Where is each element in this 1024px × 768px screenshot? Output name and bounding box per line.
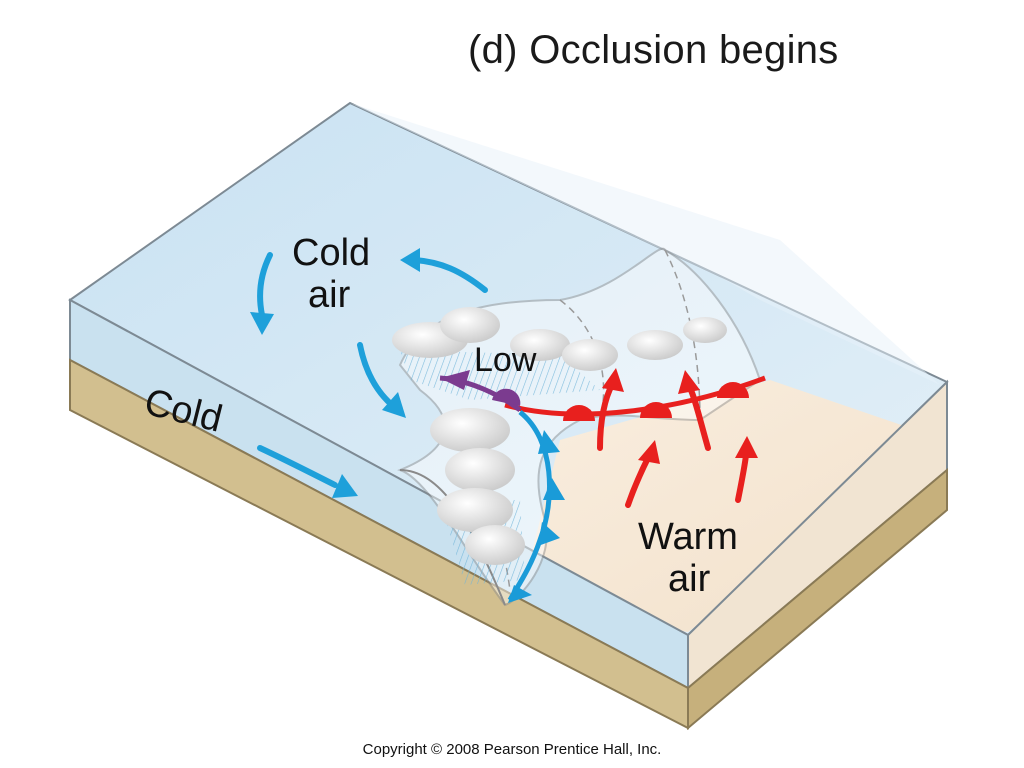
cold-arrow-left	[257, 252, 273, 318]
cold-arrow-top	[412, 257, 488, 293]
clouds	[392, 307, 727, 565]
label-warm-air-line1: Warm	[638, 516, 738, 558]
copyright-notice: Copyright © 2008 Pearson Prentice Hall, …	[362, 741, 662, 758]
cold-arrow-left-head	[250, 312, 274, 335]
occluded-front	[439, 370, 522, 413]
warm-arrow-2-head	[638, 440, 660, 464]
warm-front	[504, 375, 766, 421]
label-cold-air-line2: air	[308, 274, 351, 316]
cold-front	[507, 410, 565, 603]
diagram-title: (d) Occlusion begins	[468, 28, 839, 72]
label-cold-air-line1: Cold	[292, 232, 371, 274]
warm-arrow-3-head	[678, 370, 700, 394]
cold-arrow-top-head	[400, 248, 420, 272]
rear-sky	[350, 103, 940, 385]
cold-arrow-middle	[357, 342, 395, 408]
rain-area-north	[400, 350, 600, 400]
cold-arrow-bottom	[257, 445, 338, 488]
label-warm-air-line2: air	[668, 558, 711, 600]
cold-arrow-bottom-head	[332, 474, 358, 498]
label-low: Low	[474, 341, 537, 379]
warm-air-region	[520, 380, 945, 632]
cold-air-arrows	[250, 248, 488, 498]
soil-right	[687, 467, 948, 731]
warm-arrow-1-head	[602, 368, 624, 392]
warm-arrow-4-head	[735, 436, 758, 458]
cold-arrow-middle-head	[382, 392, 406, 418]
warm-air-arrows	[597, 368, 758, 508]
